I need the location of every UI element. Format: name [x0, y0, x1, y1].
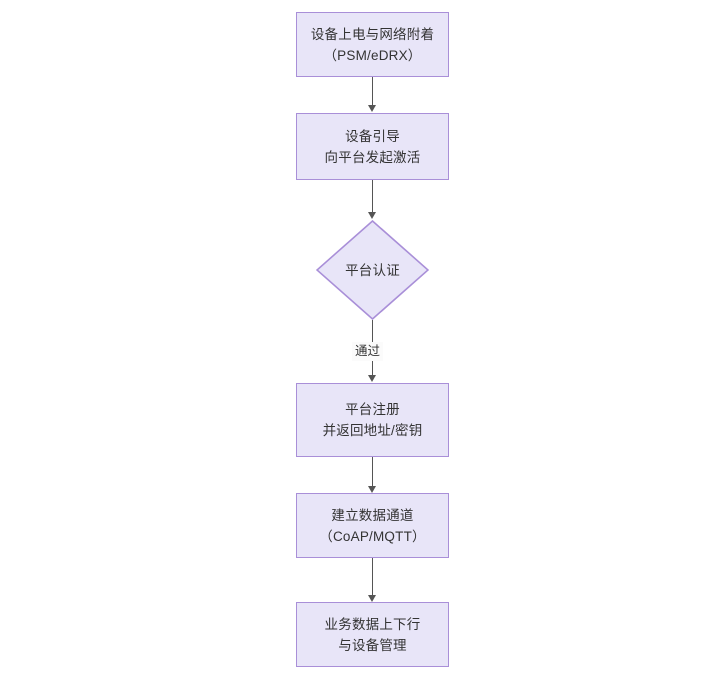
arrow-head-icon — [368, 375, 376, 382]
node-label: 平台认证 — [345, 262, 400, 278]
node-label: 业务数据上下行 与设备管理 — [324, 616, 421, 653]
flowchart-node-platform-register[interactable]: 平台注册 并返回地址/密钥 — [296, 383, 449, 457]
node-label: 建立数据通道 （CoAP/MQTT） — [319, 507, 426, 544]
edge-line — [372, 558, 374, 596]
diamond-shape-icon — [316, 220, 429, 320]
node-label: 设备引导 向平台发起激活 — [324, 128, 421, 165]
flowchart-node-platform-auth-decision[interactable]: 平台认证 — [316, 220, 429, 320]
edge-label-pass: 通过 — [352, 342, 384, 361]
arrow-head-icon — [368, 105, 376, 112]
node-label: 设备上电与网络附着 （PSM/eDRX） — [310, 26, 435, 63]
edge-line — [372, 77, 374, 106]
flowchart-node-data-channel[interactable]: 建立数据通道 （CoAP/MQTT） — [296, 493, 449, 558]
flowchart-node-device-power-on[interactable]: 设备上电与网络附着 （PSM/eDRX） — [296, 12, 449, 77]
node-label: 平台注册 并返回地址/密钥 — [322, 402, 423, 438]
arrow-head-icon — [368, 595, 376, 602]
flowchart-node-business-data[interactable]: 业务数据上下行 与设备管理 — [296, 602, 449, 667]
arrow-head-icon — [368, 486, 376, 493]
edge-line — [372, 457, 374, 487]
flowchart-node-device-bootstrap[interactable]: 设备引导 向平台发起激活 — [296, 113, 449, 180]
edge-line — [372, 180, 374, 213]
arrow-head-icon — [368, 212, 376, 219]
